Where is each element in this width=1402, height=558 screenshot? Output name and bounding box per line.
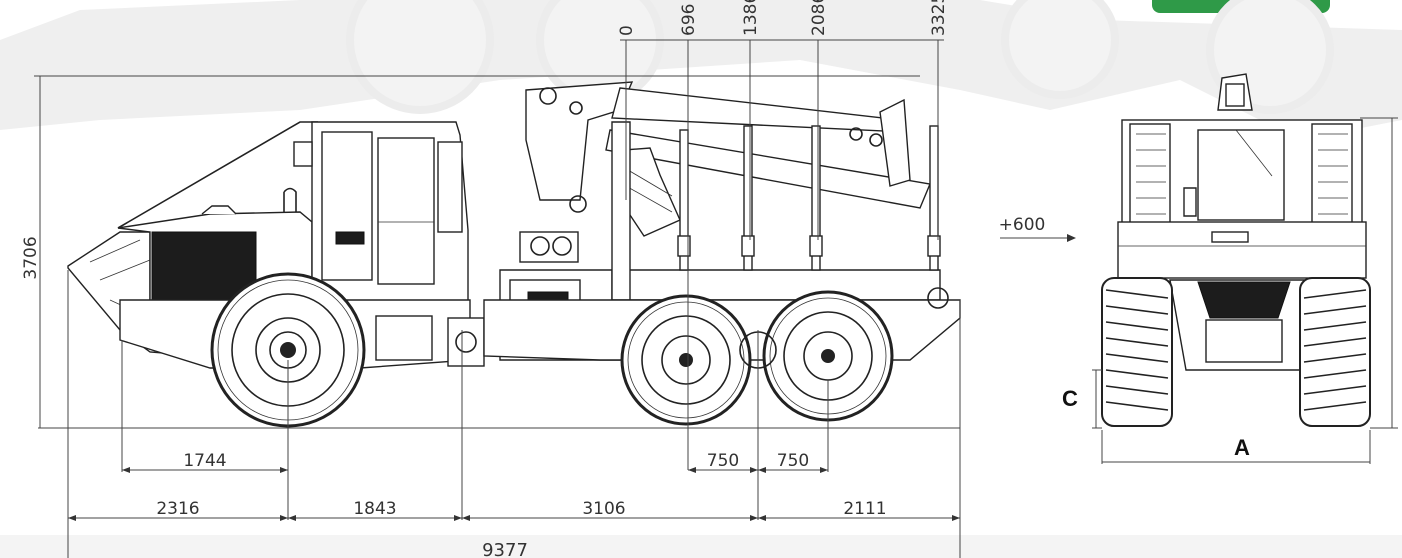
offset-label: +600	[999, 215, 1046, 235]
front-dimension-lines	[1000, 117, 1398, 464]
clearance-label: C	[1062, 386, 1078, 411]
front-offset-label: 1744	[183, 451, 226, 471]
crane-mark-2086: 2086	[809, 0, 829, 36]
front-view-machine	[1101, 73, 1371, 427]
front-wheel	[210, 272, 366, 428]
front-dimension-labels: +600 A C	[999, 215, 1250, 460]
crane-mark-0: 0	[617, 25, 637, 36]
side-dimension-lines	[34, 39, 961, 558]
left-tire	[1101, 277, 1173, 427]
width-label: A	[1234, 435, 1250, 460]
bunk-stakes	[677, 125, 941, 271]
wheel-spacing-label-1: 750	[707, 451, 739, 471]
segment-label-1: 2316	[156, 499, 199, 519]
wheel-spacing-label-2: 750	[777, 451, 809, 471]
overall-length-label: 9377	[482, 540, 528, 558]
side-dimension-labels: 3706 0 696 1386 2086 3325 1744 750 750 2…	[21, 0, 949, 558]
side-view-machine	[38, 81, 961, 429]
height-label: 3706	[21, 236, 41, 279]
crane-mark-3325: 3325	[929, 0, 949, 36]
segment-label-3: 3106	[582, 499, 625, 519]
crane-mark-696: 696	[679, 4, 699, 36]
segment-label-2: 1843	[353, 499, 396, 519]
right-tire	[1299, 277, 1371, 427]
rear-wheel-1	[620, 294, 752, 426]
segment-label-4: 2111	[843, 499, 886, 519]
crane-mark-1386: 1386	[741, 0, 761, 36]
